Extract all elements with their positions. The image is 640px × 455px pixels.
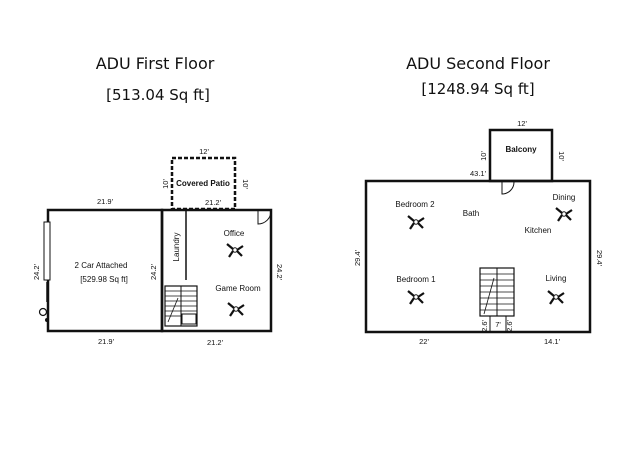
patio-width-dim: 12' — [199, 147, 209, 156]
balcony-depth-left-dim: 10' — [479, 151, 488, 161]
stair-width-dim: 7' — [495, 320, 501, 329]
garage-door — [43, 221, 51, 281]
room-bedroom-1: Bedroom 1 — [396, 275, 436, 284]
living-fan-icon — [546, 289, 566, 306]
living-depth-right-dim: 24.2' — [275, 264, 284, 281]
stair-side-right-dim: 2.6' — [505, 320, 514, 332]
garage-width-top-dim: 21.9' — [97, 197, 114, 206]
balcony-depth-right-dim: 10' — [557, 151, 566, 161]
second-floor-plan: Balcony 12' 10' 10' 43.1' 29.4' 29.4' 22… — [353, 119, 604, 346]
room-dining: Dining — [553, 193, 576, 202]
depth-right-dim: 29.4' — [595, 250, 604, 267]
living-depth-left-dim: 24.2' — [149, 263, 158, 280]
garage-label: 2 Car Attached — [75, 261, 128, 270]
covered-patio-label: Covered Patio — [176, 179, 230, 188]
game-room-fan-icon — [226, 301, 246, 318]
patio-depth-right-dim: 10' — [241, 179, 250, 189]
balcony-outline — [488, 128, 554, 183]
balcony-door-swing — [501, 181, 515, 195]
entry-door-swing — [257, 210, 272, 225]
bedroom-1-fan-icon — [406, 289, 426, 306]
second-floor-stairs — [479, 267, 515, 332]
top-width-dim: 43.1' — [470, 169, 487, 178]
garage-area: [529.98 Sq ft] — [80, 275, 128, 284]
stair-side-left-dim: 2.6' — [480, 320, 489, 332]
balcony-label: Balcony — [505, 145, 537, 154]
dining-fan-icon — [554, 206, 574, 223]
first-floor-title: ADU First Floor — [95, 54, 215, 73]
second-floor-title: ADU Second Floor — [406, 54, 550, 73]
second-floor-outline — [364, 179, 592, 334]
living-width-top-dim: 21.2' — [205, 198, 222, 207]
depth-left-dim: 29.4' — [353, 249, 362, 266]
office-fan-icon — [225, 242, 245, 259]
room-bath: Bath — [463, 209, 479, 218]
room-laundry: Laundry — [172, 233, 181, 262]
room-game-room: Game Room — [215, 284, 261, 293]
first-floor-stairs — [164, 285, 198, 327]
room-office: Office — [224, 229, 245, 238]
bottom-right-width-dim: 14.1' — [544, 337, 561, 346]
bottom-left-width-dim: 22' — [419, 337, 429, 346]
garage-outline — [46, 208, 164, 333]
living-width-bottom-dim: 21.2' — [207, 338, 224, 347]
balcony-width-dim: 12' — [517, 119, 527, 128]
second-floor-area: [1248.94 Sq ft] — [421, 80, 535, 98]
room-bedroom-2: Bedroom 2 — [395, 200, 435, 209]
room-living: Living — [546, 274, 567, 283]
garage-width-bottom-dim: 21.9' — [98, 337, 115, 346]
garage-depth-left-dim: 24.2' — [32, 263, 41, 280]
room-kitchen: Kitchen — [525, 226, 552, 235]
garage-door-opener — [38, 307, 48, 317]
first-floor-living-outline — [160, 208, 273, 333]
patio-depth-left-dim: 10' — [161, 179, 170, 189]
bedroom-2-fan-icon — [406, 214, 426, 231]
first-floor-plan: Covered Patio 12' 10' 10' 2 Car Attached… — [32, 147, 284, 347]
first-floor-area: [513.04 Sq ft] — [106, 86, 210, 104]
